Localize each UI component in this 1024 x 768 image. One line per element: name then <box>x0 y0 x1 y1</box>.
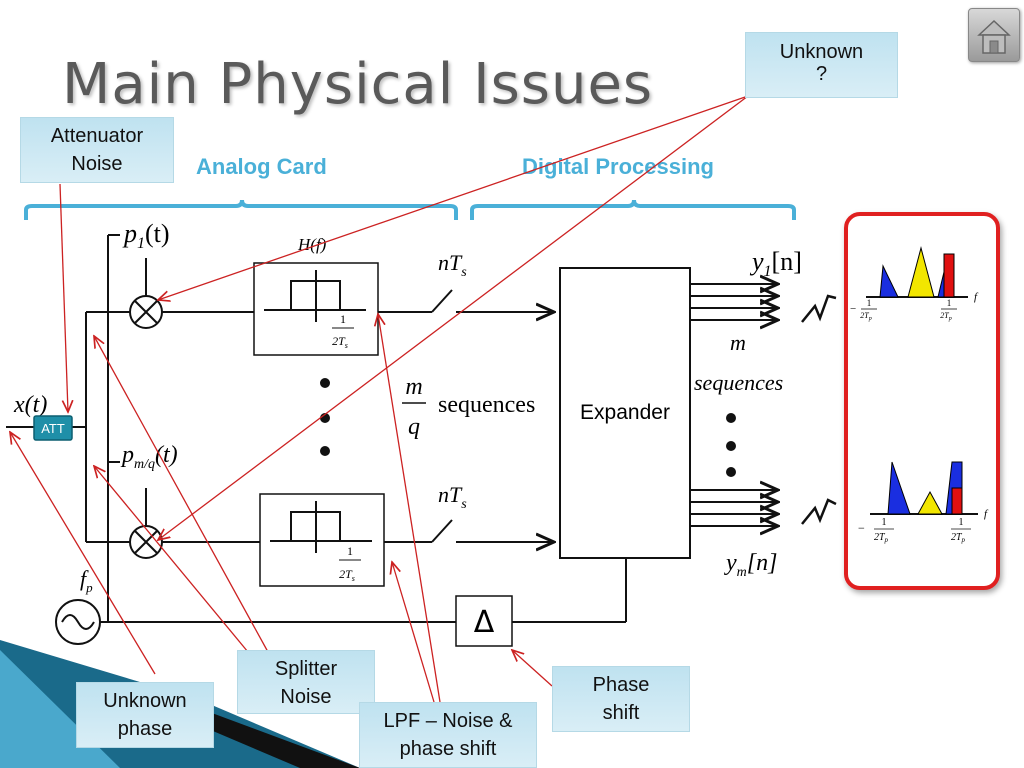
ym-label: ym[n] <box>724 550 777 580</box>
att-label: ATT <box>41 421 65 436</box>
svg-text:−: − <box>858 521 865 535</box>
section-digital-processing: Digital Processing <box>522 154 714 179</box>
analog-brace <box>24 199 458 220</box>
callout-lpf-noise: LPF – Noise & phase shift <box>359 702 537 768</box>
callout-splitter-noise: Splitter Noise <box>237 650 375 714</box>
svg-text:1: 1 <box>347 544 353 558</box>
digital-brace <box>470 199 796 220</box>
nts-label-top: nTs <box>438 250 467 280</box>
callout-phase-shift: Phase shift <box>552 666 690 732</box>
sequences-label: sequences <box>438 392 535 418</box>
svg-text:2Ts: 2Ts <box>332 334 348 350</box>
phase-shift-box <box>455 595 513 647</box>
svg-text:q: q <box>408 414 420 440</box>
hf-label: H(f) <box>297 235 327 254</box>
expander-box <box>559 267 691 559</box>
svg-text:f: f <box>984 508 989 520</box>
svg-text:2Ts: 2Ts <box>339 567 355 583</box>
svg-text:m: m <box>730 330 746 355</box>
callout-attenuator-noise: Attenuator Noise <box>20 117 174 183</box>
callout-unknown-phase: Unknown phase <box>76 682 214 748</box>
svg-text:m: m <box>405 374 422 400</box>
svg-text:1: 1 <box>882 517 887 528</box>
svg-text:2Tp: 2Tp <box>874 532 889 544</box>
annotation-arrows <box>10 95 749 703</box>
svg-text:1: 1 <box>340 312 346 326</box>
fp-label: fp <box>80 566 93 595</box>
callout-unknown: Unknown ? <box>745 32 898 98</box>
y1-label: y1[n] <box>749 247 802 280</box>
home-button[interactable] <box>968 8 1020 62</box>
svg-text:1: 1 <box>947 298 952 308</box>
x-label: x(t) <box>13 392 47 418</box>
nts-label-bottom: nTs <box>438 482 467 512</box>
svg-text:−: − <box>850 303 856 315</box>
svg-text:1: 1 <box>959 517 964 528</box>
svg-text:1: 1 <box>867 298 872 308</box>
home-icon <box>977 19 1011 54</box>
expander-label: Expander <box>580 401 670 424</box>
section-analog-card: Analog Card <box>196 154 327 179</box>
svg-text:2Tp: 2Tp <box>940 311 951 322</box>
svg-text:f: f <box>974 291 979 303</box>
svg-text:2Tp: 2Tp <box>860 311 871 322</box>
attenuator-box <box>33 415 73 441</box>
pmq-label: pm/q(t) <box>120 442 178 472</box>
sequences-italic-label: sequences <box>694 370 783 395</box>
p1-label: p1(t) <box>122 219 170 252</box>
page-title: Main Physical Issues <box>62 52 654 117</box>
svg-text:2Tp: 2Tp <box>951 532 966 544</box>
delta-label: Δ <box>474 605 495 640</box>
